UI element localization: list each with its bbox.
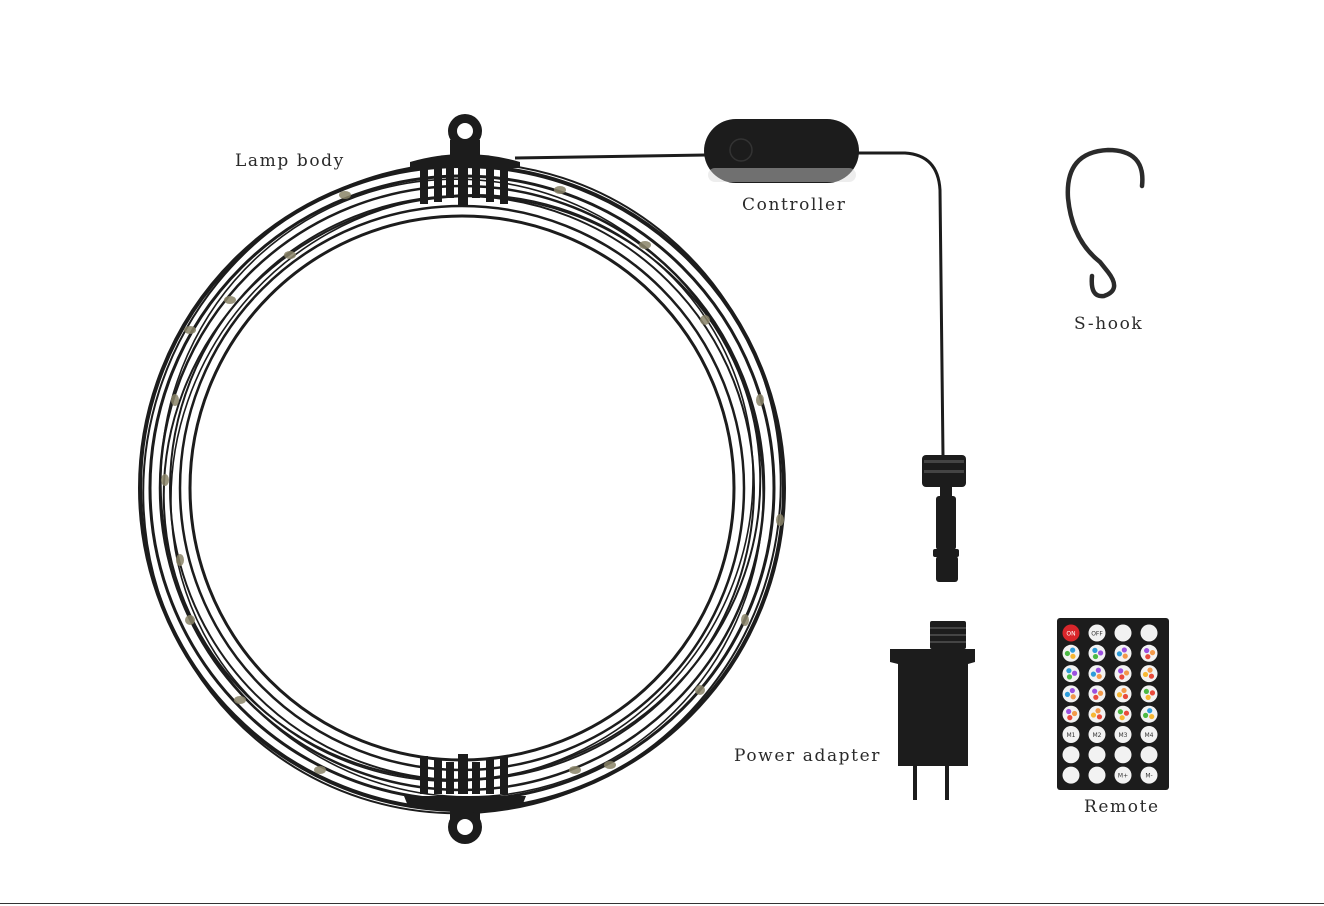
- remote-button-color: [1124, 711, 1129, 716]
- remote-button-color: [1144, 689, 1149, 694]
- remote-button-color: [1092, 689, 1097, 694]
- remote-button-color: [1066, 668, 1071, 673]
- cable-connector: [922, 455, 966, 582]
- power-adapter: [890, 621, 975, 800]
- remote-button-color: [1096, 668, 1101, 673]
- remote-button-color: [1093, 654, 1098, 659]
- remote-button-color: [1098, 650, 1103, 655]
- remote-button: [1089, 767, 1106, 784]
- remote-button: [1141, 625, 1158, 642]
- remote-button-color: [1119, 674, 1124, 679]
- controller: [704, 119, 859, 183]
- remote-button-color: [1144, 648, 1149, 653]
- bottom-bracket: [404, 754, 526, 844]
- remote-button-label: M4: [1145, 732, 1154, 739]
- remote-button: [1063, 746, 1080, 763]
- remote-button-color: [1143, 713, 1148, 718]
- remote-button-color: [1123, 654, 1128, 659]
- remote-button-color: [1098, 691, 1103, 696]
- remote-button-color: [1117, 692, 1122, 697]
- bottom-divider: [0, 903, 1324, 904]
- top-bracket: [410, 114, 520, 206]
- remote-button-color: [1147, 668, 1152, 673]
- remote-button-color: [1117, 651, 1122, 656]
- controller-label: Controller: [742, 195, 846, 215]
- remote-button-color: [1065, 692, 1070, 697]
- remote-button-color: [1122, 647, 1127, 652]
- remote-button-color: [1091, 712, 1096, 717]
- cable-controller-to-connector: [858, 153, 943, 456]
- remote-button-color: [1118, 668, 1123, 673]
- remote-button-color: [1150, 650, 1155, 655]
- remote-button-color: [1093, 695, 1098, 700]
- remote-button-label: M1: [1067, 732, 1076, 739]
- remote-button-color: [1149, 674, 1154, 679]
- remote-button-color: [1118, 709, 1123, 714]
- remote-button-color: [1121, 688, 1126, 693]
- remote-button-color: [1146, 695, 1151, 700]
- remote-button-color: [1071, 694, 1076, 699]
- remote-button-color: [1092, 648, 1097, 653]
- remote-button-color: [1065, 651, 1070, 656]
- remote-button-color: [1072, 711, 1077, 716]
- remote-button-color: [1070, 688, 1075, 693]
- s-hook: [1068, 150, 1143, 296]
- remote-button-color: [1145, 654, 1150, 659]
- remote-label: Remote: [1084, 797, 1160, 817]
- remote-button-color: [1097, 714, 1102, 719]
- cable-lamp-to-controller: [515, 155, 706, 158]
- remote-button: [1115, 746, 1132, 763]
- remote-button-label: M3: [1119, 732, 1128, 739]
- remote-button-color: [1150, 690, 1155, 695]
- remote-button-color: [1070, 648, 1075, 653]
- remote-button-label: M+: [1118, 772, 1128, 779]
- remote-button: [1141, 746, 1158, 763]
- remote-button: [1115, 625, 1132, 642]
- remote-button-color: [1147, 708, 1152, 713]
- remote-button: [1063, 767, 1080, 784]
- remote-button-color: [1067, 674, 1072, 679]
- power-adapter-label: Power adapter: [734, 746, 881, 766]
- remote-button-label: OFF: [1091, 630, 1103, 637]
- remote-button-color: [1066, 709, 1071, 714]
- remote-button: [1089, 746, 1106, 763]
- remote: ON OFF M1 M2 M3 M4M+ M-: [1057, 618, 1169, 790]
- remote-button-color: [1124, 670, 1129, 675]
- remote-button-color: [1072, 671, 1077, 676]
- s-hook-label: S-hook: [1074, 314, 1143, 334]
- remote-button-color: [1123, 694, 1128, 699]
- remote-button-color: [1120, 715, 1125, 720]
- remote-button-color: [1143, 672, 1148, 677]
- remote-button-color: [1067, 715, 1072, 720]
- remote-button-color: [1095, 708, 1100, 713]
- remote-button-label: ON: [1066, 630, 1075, 637]
- remote-button-color: [1097, 674, 1102, 679]
- remote-button-color: [1091, 672, 1096, 677]
- remote-button-label: M2: [1093, 732, 1102, 739]
- remote-button-color: [1070, 654, 1075, 659]
- lamp-body-label: Lamp body: [235, 151, 345, 171]
- remote-button-color: [1149, 714, 1154, 719]
- remote-button-label: M-: [1145, 772, 1152, 779]
